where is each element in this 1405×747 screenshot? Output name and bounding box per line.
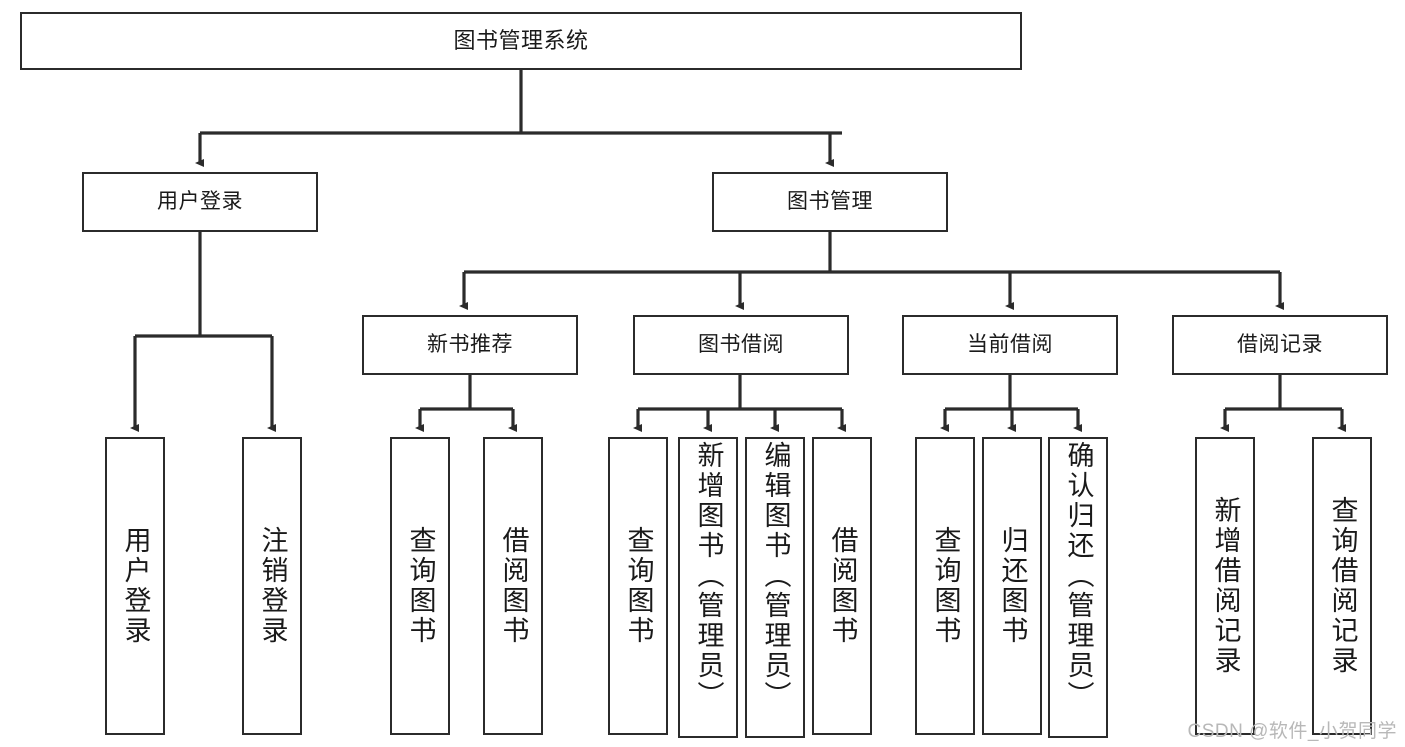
node-book-manage-label: 图书管理: [787, 189, 873, 213]
node-leaf-confirm-return-admin-label: 确认归还（管理员）: [1063, 441, 1094, 711]
node-leaf-confirm-return-admin[interactable]: 确认归还（管理员）: [1048, 437, 1108, 738]
node-book-borrow-label: 图书借阅: [698, 332, 784, 356]
node-leaf-add-book-admin[interactable]: 新增图书（管理员）: [678, 437, 738, 738]
node-leaf-borrow-book-rec-label: 借阅图书: [498, 526, 529, 646]
node-leaf-query-book-rec[interactable]: 查询图书: [390, 437, 450, 735]
node-leaf-edit-book-admin-label: 编辑图书（管理员）: [760, 441, 791, 711]
node-new-book-recommend-label: 新书推荐: [427, 332, 513, 356]
node-leaf-borrow-book-label: 借阅图书: [827, 526, 858, 646]
node-leaf-query-book-borrow[interactable]: 查询图书: [608, 437, 668, 735]
node-leaf-borrow-book[interactable]: 借阅图书: [812, 437, 872, 735]
node-current-borrow-label: 当前借阅: [967, 332, 1053, 356]
node-new-book-recommend[interactable]: 新书推荐: [362, 315, 578, 375]
node-leaf-user-logout-label: 注销登录: [257, 526, 288, 646]
node-book-manage[interactable]: 图书管理: [712, 172, 948, 232]
node-current-borrow[interactable]: 当前借阅: [902, 315, 1118, 375]
node-root[interactable]: 图书管理系统: [20, 12, 1022, 70]
node-leaf-user-login-label: 用户登录: [120, 526, 151, 646]
node-leaf-borrow-book-rec[interactable]: 借阅图书: [483, 437, 543, 735]
node-leaf-edit-book-admin[interactable]: 编辑图书（管理员）: [745, 437, 805, 738]
node-leaf-query-borrow-record-label: 查询借阅记录: [1327, 496, 1358, 676]
node-leaf-add-borrow-record[interactable]: 新增借阅记录: [1195, 437, 1255, 735]
node-leaf-query-book-current[interactable]: 查询图书: [915, 437, 975, 735]
node-borrow-record-label: 借阅记录: [1237, 332, 1323, 356]
node-leaf-query-book-current-label: 查询图书: [930, 526, 961, 646]
node-borrow-record[interactable]: 借阅记录: [1172, 315, 1388, 375]
node-leaf-query-book-borrow-label: 查询图书: [623, 526, 654, 646]
node-leaf-add-borrow-record-label: 新增借阅记录: [1210, 496, 1241, 676]
node-leaf-user-login[interactable]: 用户登录: [105, 437, 165, 735]
node-root-label: 图书管理系统: [453, 27, 589, 53]
node-user-login[interactable]: 用户登录: [82, 172, 318, 232]
node-leaf-query-book-rec-label: 查询图书: [405, 526, 436, 646]
node-book-borrow[interactable]: 图书借阅: [633, 315, 849, 375]
node-leaf-return-book-label: 归还图书: [997, 526, 1028, 646]
csdn-watermark: CSDN @软件_小贺同学: [1187, 721, 1397, 742]
node-user-login-label: 用户登录: [157, 189, 243, 213]
node-leaf-add-book-admin-label: 新增图书（管理员）: [693, 441, 724, 711]
node-leaf-return-book[interactable]: 归还图书: [982, 437, 1042, 735]
node-leaf-query-borrow-record[interactable]: 查询借阅记录: [1312, 437, 1372, 735]
node-leaf-user-logout[interactable]: 注销登录: [242, 437, 302, 735]
